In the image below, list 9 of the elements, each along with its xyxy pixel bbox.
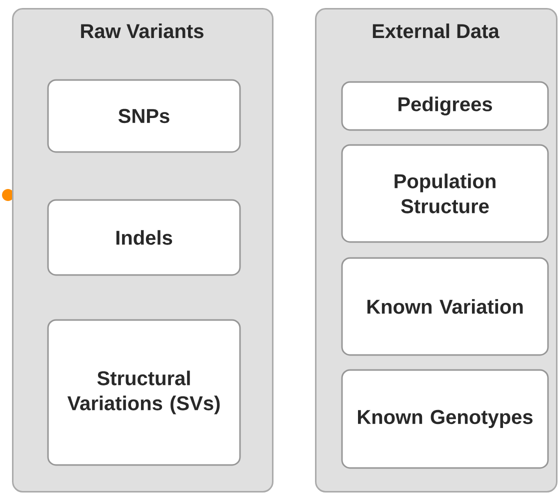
item-box: SNPs <box>47 79 241 153</box>
item-box: Indels <box>47 199 241 276</box>
item-box: Structural Variations (SVs) <box>47 319 241 466</box>
panel-heading: External Data <box>372 24 500 38</box>
panel-heading: Raw Variants <box>81 24 204 38</box>
item-box: Pedigrees <box>341 81 549 131</box>
item-box: Known Genotypes <box>341 369 549 469</box>
item-box: Population Structure <box>341 144 549 243</box>
item-box: Known Variation <box>341 257 549 356</box>
